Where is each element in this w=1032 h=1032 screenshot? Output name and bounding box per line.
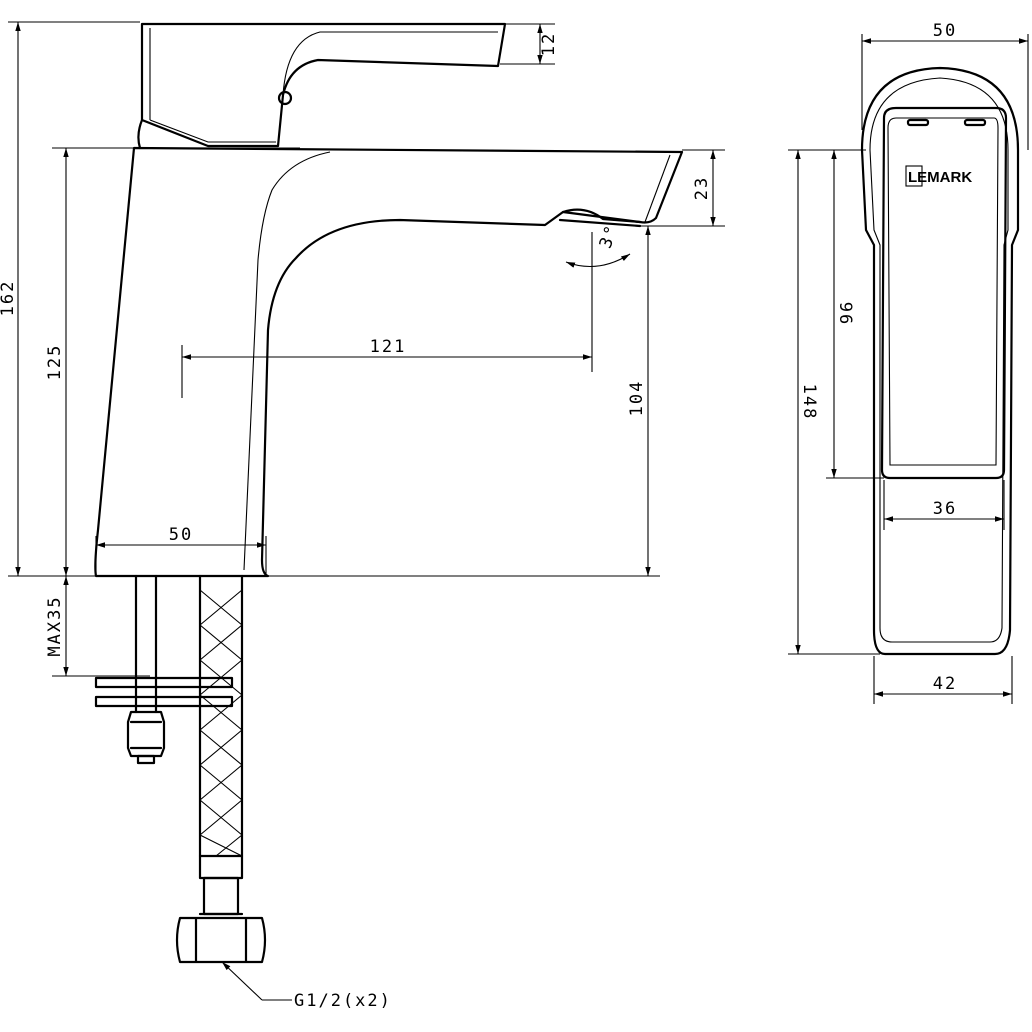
handle-plate bbox=[880, 106, 1008, 480]
handle-lever-inner-edge bbox=[149, 28, 498, 143]
handle-pivot-screw bbox=[277, 90, 293, 106]
hose-connector-nut bbox=[175, 912, 267, 964]
washer-bottom bbox=[94, 695, 234, 708]
dim-width-top: 50 bbox=[933, 21, 957, 41]
dim-plate-width: 36 bbox=[933, 499, 957, 519]
side-view: 162 125 121 12 23 104 3° 50 MAX35 bbox=[0, 21, 725, 1011]
hose-ferrule-neck bbox=[202, 876, 240, 916]
dim-front-height: 148 bbox=[799, 384, 819, 421]
dim-base-width-front: 42 bbox=[933, 674, 957, 694]
mounting-nut bbox=[126, 710, 166, 758]
hose-ferrule bbox=[198, 854, 244, 880]
dim-outlet-height: 104 bbox=[627, 380, 647, 417]
faucet-body-edge-line bbox=[243, 151, 331, 571]
handle-plate-inner bbox=[887, 117, 999, 466]
dim-handle-thickness: 12 bbox=[539, 32, 559, 56]
front-body-outline bbox=[860, 66, 1020, 656]
dim-mounting-max: MAX35 bbox=[45, 595, 65, 656]
dim-reach: 121 bbox=[370, 337, 407, 357]
dim-spout-height: 125 bbox=[45, 344, 65, 381]
angle-arc bbox=[565, 253, 631, 268]
connection-leader bbox=[221, 961, 263, 1001]
dim-spout-tip: 23 bbox=[692, 176, 712, 200]
mounting-stud bbox=[134, 574, 158, 714]
indicator-cold bbox=[906, 118, 930, 127]
washer-top bbox=[94, 676, 234, 689]
connection-label: G1/2(x2) bbox=[294, 991, 392, 1011]
handle-collar bbox=[137, 118, 144, 150]
front-view: LEMARK 50 148 96 36 42 bbox=[788, 21, 1029, 704]
indicator-hot bbox=[963, 118, 987, 127]
faucet-body bbox=[94, 146, 684, 578]
front-body-inner-outline bbox=[869, 77, 1009, 643]
flexible-hose bbox=[198, 574, 244, 858]
spout-tip-edge bbox=[644, 154, 671, 223]
dim-base-width-side: 50 bbox=[169, 525, 193, 545]
handle-lever bbox=[140, 22, 507, 148]
stud-end bbox=[136, 754, 156, 765]
dim-total-height: 162 bbox=[0, 280, 18, 317]
dim-plate-height: 96 bbox=[835, 302, 855, 326]
brand-logo-frame bbox=[905, 165, 923, 187]
dim-angle: 3° bbox=[596, 221, 623, 251]
hose-braid-pattern bbox=[199, 589, 243, 857]
brand-logo: LEMARK bbox=[908, 169, 972, 186]
aerator-outlet bbox=[558, 210, 642, 228]
